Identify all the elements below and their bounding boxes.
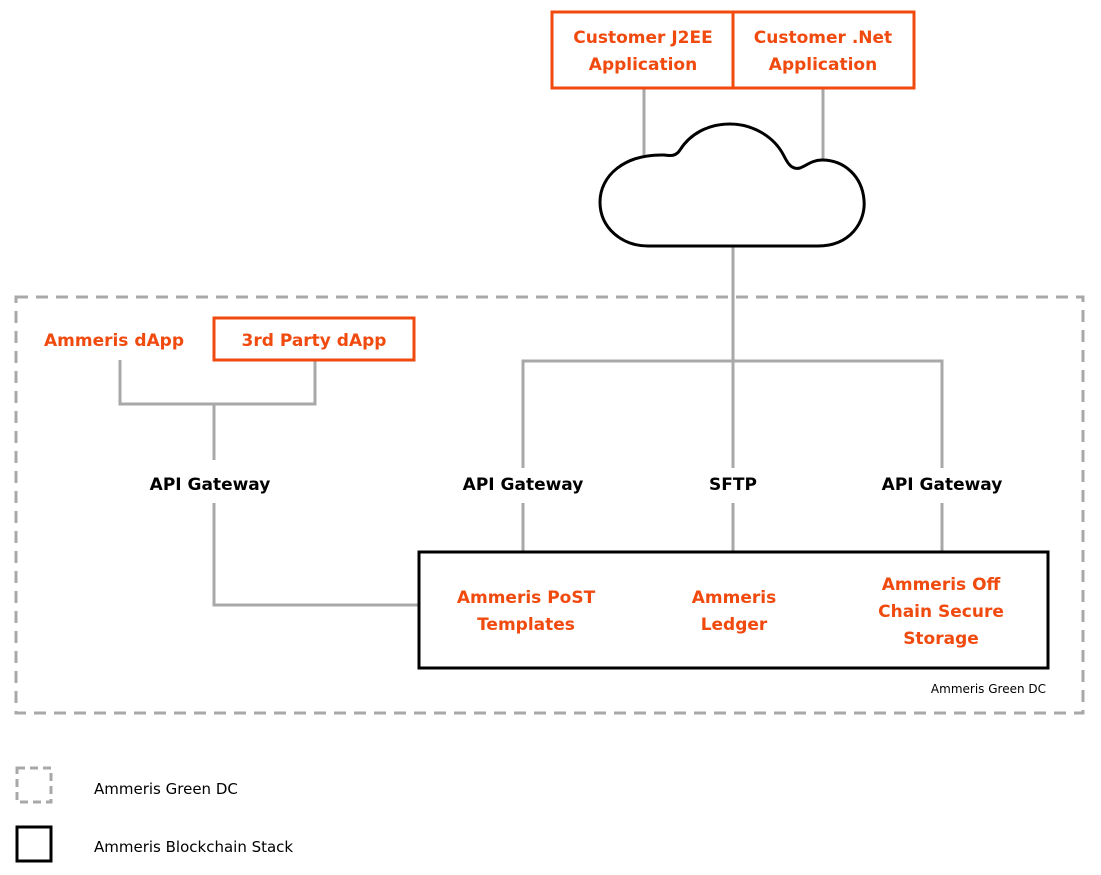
customer-dotnet-box: Customer .Net Application	[731, 10, 916, 90]
legend-dc-label: Ammeris Green DC	[94, 780, 238, 798]
connector-dapps-bar	[118, 360, 317, 406]
connector-left-gateway-stack	[212, 503, 419, 607]
post-templates-label-1: Ammeris PoST	[457, 588, 596, 608]
legend-dc-swatch	[15, 766, 53, 804]
api-gateway-center: API Gateway	[463, 475, 584, 495]
ledger-label-1: Ammeris	[692, 588, 776, 608]
customer-j2ee-label-1: Customer J2EE	[573, 28, 712, 48]
sftp-label: SFTP	[709, 475, 757, 495]
storage-label-2: Chain Secure	[878, 602, 1004, 622]
legend: Ammeris Green DC Ammeris Blockchain Stac…	[15, 766, 293, 863]
third-party-dapp-box: 3rd Party dApp	[212, 316, 416, 362]
api-gateway-left: API Gateway	[150, 475, 271, 495]
customer-j2ee-label-2: Application	[589, 55, 697, 75]
customer-dotnet-label-2: Application	[769, 55, 877, 75]
cloud-icon	[598, 122, 866, 248]
ammeris-dapp-label: Ammeris dApp	[44, 331, 184, 351]
customer-j2ee-box: Customer J2EE Application	[550, 10, 735, 90]
legend-stack-label: Ammeris Blockchain Stack	[94, 838, 293, 856]
blockchain-stack-box	[417, 550, 1050, 670]
connectors	[118, 88, 944, 607]
api-gateway-right: API Gateway	[882, 475, 1003, 495]
green-dc-caption: Ammeris Green DC	[931, 682, 1046, 696]
legend-stack-swatch	[15, 825, 53, 863]
storage-label-3: Storage	[903, 629, 979, 649]
storage-label-1: Ammeris Off	[882, 575, 1001, 595]
post-templates-label-2: Templates	[477, 615, 575, 635]
customer-dotnet-label-1: Customer .Net	[754, 28, 892, 48]
ledger-label-2: Ledger	[701, 615, 768, 635]
third-party-dapp-label: 3rd Party dApp	[242, 331, 387, 351]
